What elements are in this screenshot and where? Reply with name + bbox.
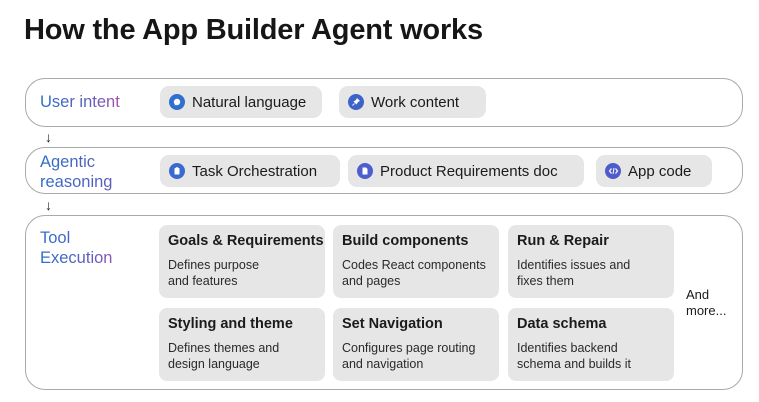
and-more-text: And more... (686, 287, 727, 318)
work-content-pill: Work content (339, 86, 486, 118)
card-desc: Configures page routing and navigation (342, 341, 476, 371)
tool-execution-label-text: Tool Execution (40, 229, 113, 267)
natural-language-pill: Natural language (160, 86, 322, 118)
styling-theme-card: Styling and theme Defines themes and des… (159, 308, 325, 381)
clipboard-icon (169, 163, 185, 179)
card-title: Set Navigation (342, 316, 443, 332)
pin-icon (348, 94, 364, 110)
card-desc: Identifies issues and fixes them (517, 258, 631, 288)
page-title: How the App Builder Agent works (24, 14, 483, 46)
card-desc: Defines themes and design language (168, 341, 280, 371)
card-title: Goals & Requirements (168, 233, 324, 249)
app-code-text: App code (628, 162, 692, 180)
card-title: Data schema (517, 316, 607, 332)
user-intent-row: User intent Natural language Work conten… (25, 78, 743, 127)
task-orchestration-text: Task Orchestration (192, 162, 318, 180)
card-desc: Identifies backend schema and builds it (517, 341, 631, 371)
document-icon (357, 163, 373, 179)
natural-language-text: Natural language (192, 93, 307, 111)
app-code-pill: App code (596, 155, 712, 187)
chat-bubble-icon (169, 94, 185, 110)
agentic-reasoning-row: Agentic reasoning Task Orchestration Pro… (25, 147, 743, 194)
card-title: Build components (342, 233, 469, 249)
data-schema-card: Data schema Identifies backend schema an… (508, 308, 674, 381)
down-arrow-icon: ↓ (45, 129, 52, 145)
user-intent-label: User intent (40, 93, 120, 111)
work-content-text: Work content (371, 93, 460, 111)
product-requirements-pill: Product Requirements doc (348, 155, 584, 187)
build-components-card: Build components Codes React components … (333, 225, 499, 298)
card-title: Styling and theme (168, 316, 293, 332)
product-requirements-text: Product Requirements doc (380, 162, 558, 180)
card-desc: Defines purpose and features (168, 258, 260, 288)
agentic-reasoning-label: Agentic reasoning (40, 152, 150, 192)
set-navigation-card: Set Navigation Configures page routing a… (333, 308, 499, 381)
card-desc: Codes React components and pages (342, 258, 486, 288)
code-icon (605, 163, 621, 179)
card-title: Run & Repair (517, 233, 609, 249)
tool-execution-label: Tool Execution (40, 228, 120, 268)
task-orchestration-pill: Task Orchestration (160, 155, 340, 187)
goals-requirements-card: Goals & Requirements Defines purpose and… (159, 225, 325, 298)
run-repair-card: Run & Repair Identifies issues and fixes… (508, 225, 674, 298)
down-arrow-icon: ↓ (45, 197, 52, 213)
